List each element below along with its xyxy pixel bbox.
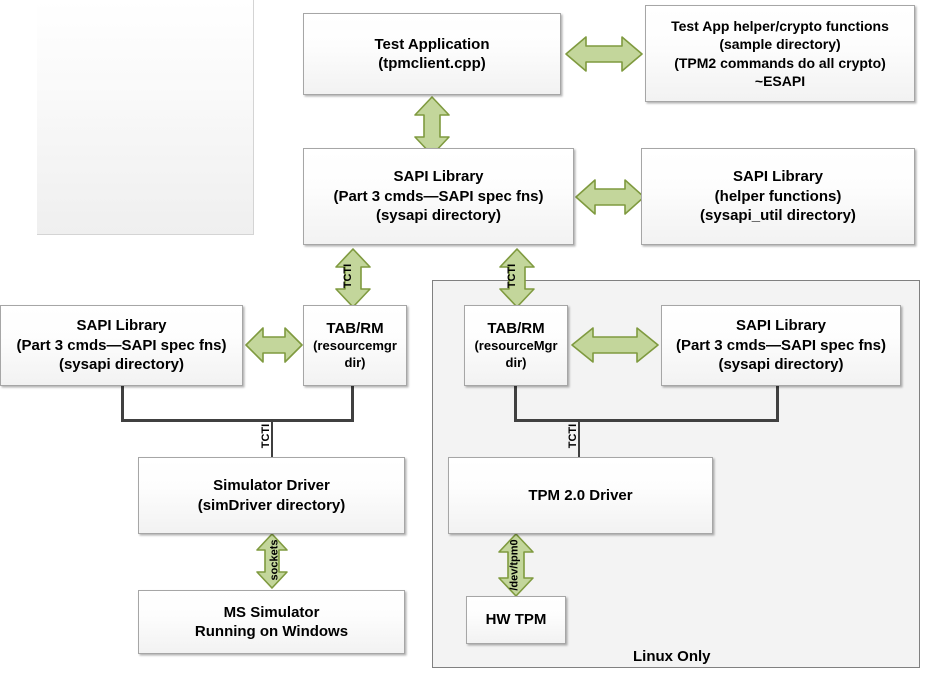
connector-right-tcti-drop [578, 419, 580, 457]
connector-left-bracket-horiz [121, 419, 354, 422]
box-hw-tpm[interactable]: HW TPM [466, 596, 566, 644]
box-sapi-library-right-line-3: (sysapi directory) [718, 356, 844, 374]
box-simulator-driver[interactable]: Simulator Driver (simDriver directory) [138, 457, 405, 534]
box-sapi-library-right-line-2: (Part 3 cmds—SAPI spec fns) [675, 336, 887, 354]
box-sapi-library-left-line-2: (Part 3 cmds—SAPI spec fns) [16, 336, 227, 354]
tcti-label-tpm-driver: TCTI [567, 423, 580, 449]
connector-right-bracket-vert-a [514, 386, 517, 422]
box-test-application-line-1: Test Application [374, 35, 490, 53]
box-test-app-helper-line-3: (TPM2 commands do all crypto) [674, 54, 886, 71]
box-sapi-library-helper-line-1: SAPI Library [732, 168, 824, 186]
box-test-application[interactable]: Test Application (tpmclient.cpp) [303, 13, 561, 95]
box-simulator-driver-line-2: (simDriver directory) [197, 496, 346, 514]
box-tpm-driver-line-1: TPM 2.0 Driver [528, 486, 633, 504]
tcti-label-left: TCTI [342, 263, 355, 289]
box-sapi-library-left[interactable]: SAPI Library (Part 3 cmds—SAPI spec fns)… [0, 305, 243, 386]
arrow-simulator-sockets [255, 533, 289, 589]
box-sapi-library-main[interactable]: SAPI Library (Part 3 cmds—SAPI spec fns)… [303, 148, 574, 245]
sockets-label: sockets [268, 539, 281, 581]
box-sapi-library-left-line-1: SAPI Library [76, 317, 167, 335]
box-test-app-helper[interactable]: Test App helper/crypto functions (sample… [645, 5, 915, 102]
connector-right-bracket-vert-b [776, 386, 779, 422]
box-tabrm-right-line-3: dir) [505, 355, 527, 371]
box-sapi-library-main-line-2: (Part 3 cmds—SAPI spec fns) [333, 187, 544, 205]
arrow-sapi-main-to-helper [575, 176, 645, 218]
box-sapi-library-right-line-1: SAPI Library [735, 317, 827, 335]
connector-right-bracket-horiz [514, 419, 779, 422]
box-ms-simulator-line-2: Running on Windows [194, 623, 349, 640]
box-tpm-driver[interactable]: TPM 2.0 Driver [448, 457, 713, 534]
box-test-app-helper-line-4: ~ESAPI [754, 72, 806, 89]
box-sapi-library-left-line-3: (sysapi directory) [58, 356, 185, 374]
box-sapi-library-helper-line-2: (helper functions) [714, 187, 842, 205]
linux-only-label: Linux Only [633, 648, 711, 665]
dev-tpm0-label: /dev/tpm0 [508, 539, 521, 591]
arrow-sapi-left-to-tabrm-left [245, 324, 303, 366]
box-tabrm-right-line-2: (resourceMgr [474, 338, 558, 354]
box-tabrm-left-line-3: dir) [344, 355, 366, 371]
box-sapi-library-right[interactable]: SAPI Library (Part 3 cmds—SAPI spec fns)… [661, 305, 901, 386]
box-tabrm-right-line-1: TAB/RM [487, 319, 545, 337]
box-sapi-library-helper[interactable]: SAPI Library (helper functions) (sysapi_… [641, 148, 915, 245]
arrow-testapp-to-helper [565, 33, 643, 75]
box-sapi-library-main-line-3: (sysapi directory) [375, 207, 502, 225]
connector-left-bracket-vert-a [121, 386, 124, 422]
arrow-tabrm-right-to-sapi-right [571, 324, 659, 366]
arrow-testapp-to-sapi [412, 96, 452, 156]
box-tabrm-left[interactable]: TAB/RM (resourcemgr dir) [303, 305, 407, 386]
tcti-label-right: TCTI [506, 263, 519, 289]
connector-left-tcti-drop [271, 419, 273, 457]
box-test-application-line-2: (tpmclient.cpp) [378, 55, 486, 72]
box-ms-simulator[interactable]: MS Simulator Running on Windows [138, 590, 405, 654]
box-simulator-driver-line-1: Simulator Driver [213, 477, 330, 494]
box-sapi-library-main-line-1: SAPI Library [393, 168, 484, 186]
box-sapi-library-helper-line-3: (sysapi_util directory) [700, 207, 856, 225]
box-tabrm-left-line-2: (resourcemgr [313, 338, 397, 354]
notes-panel [37, 0, 254, 235]
connector-left-bracket-vert-b [351, 386, 354, 422]
box-test-app-helper-line-1: Test App helper/crypto functions [671, 18, 889, 35]
box-test-app-helper-line-2: (sample directory) [719, 36, 841, 53]
tcti-label-simulator: TCTI [260, 423, 273, 449]
box-tabrm-left-line-1: TAB/RM [326, 319, 384, 337]
box-ms-simulator-line-1: MS Simulator [223, 603, 320, 621]
box-hw-tpm-line-1: HW TPM [485, 611, 547, 629]
box-tabrm-right[interactable]: TAB/RM (resourceMgr dir) [464, 305, 568, 386]
